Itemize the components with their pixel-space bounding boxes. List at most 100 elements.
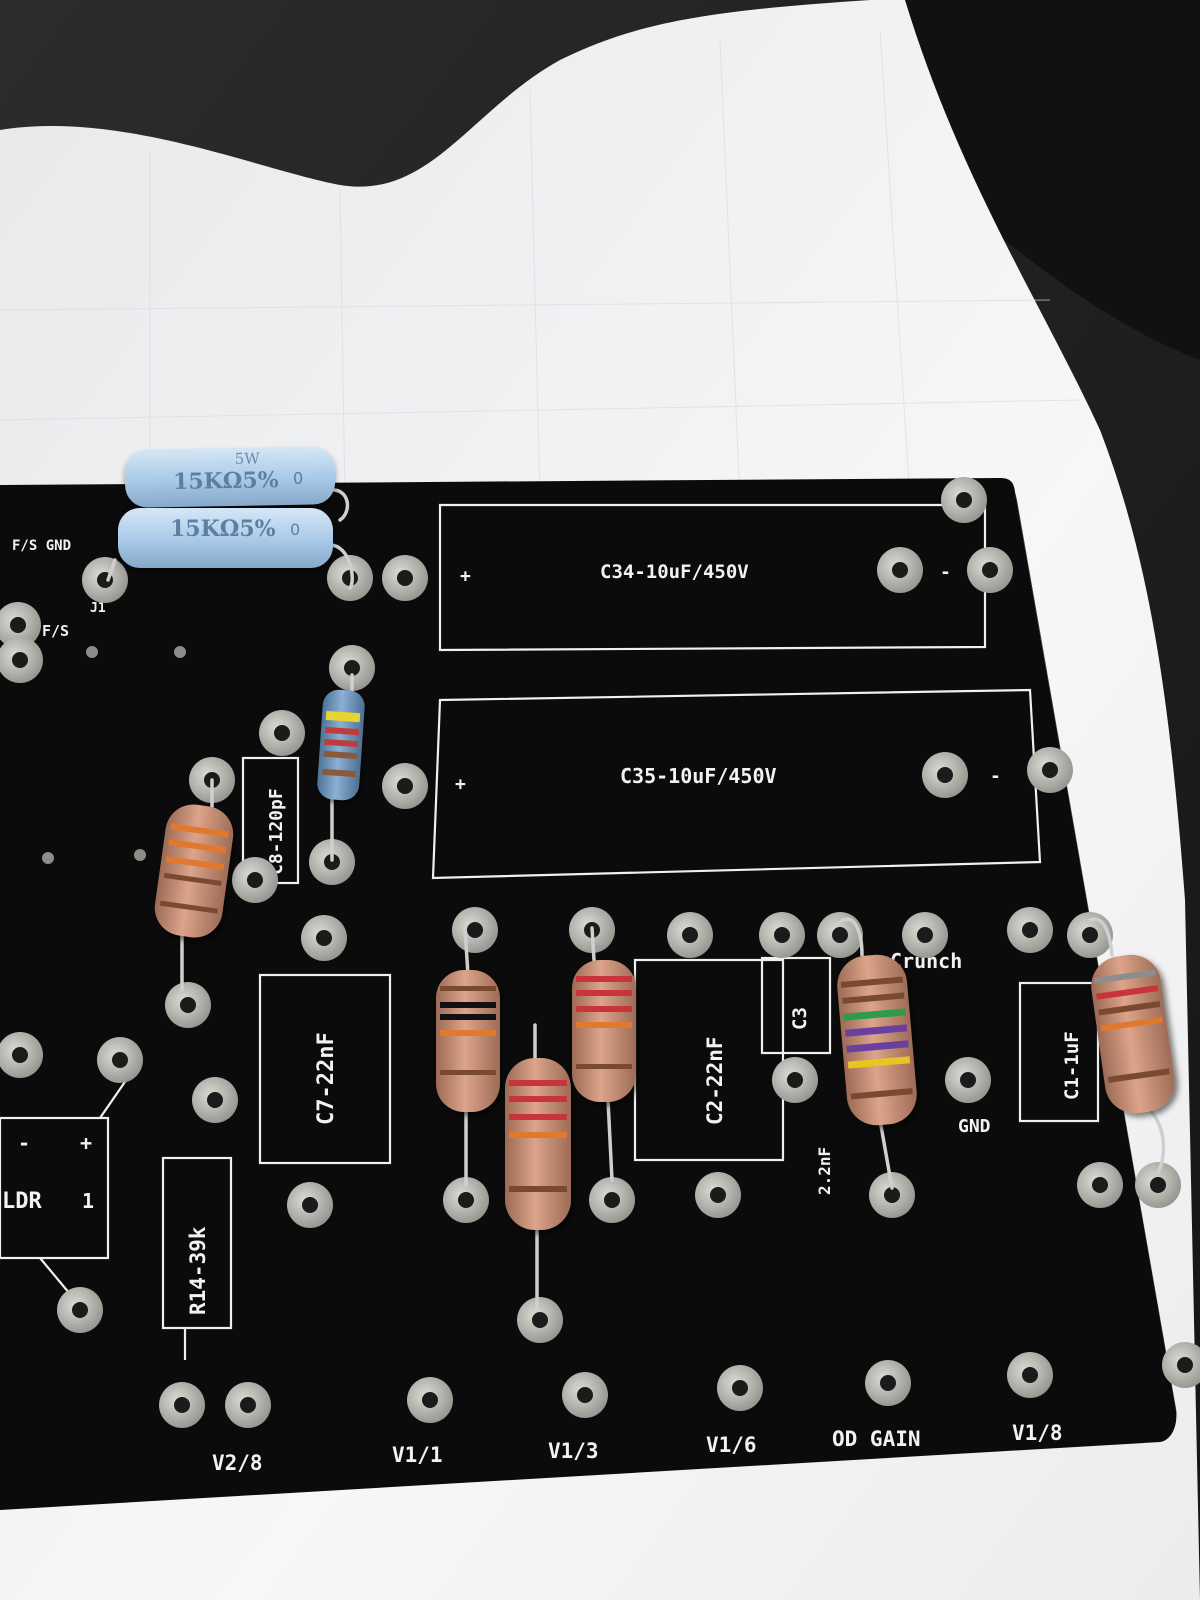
pad-hole: [787, 1072, 803, 1088]
power-resistor-1-rating: 5W: [234, 449, 260, 468]
pad-hole: [397, 778, 413, 794]
pad-hole: [577, 1387, 593, 1403]
c3-value-label: 2.2nF: [815, 1147, 834, 1195]
resistor-left: [151, 800, 237, 942]
pad-hole: [344, 660, 360, 676]
power-resistor-1-suffix: 0: [292, 468, 304, 488]
pad-hole: [324, 854, 340, 870]
small-blue-resistor: [316, 688, 366, 802]
c35-label: C35-10uF/450V: [620, 764, 777, 788]
resistor-center-3: [572, 960, 636, 1102]
c34-label: C34-10uF/450V: [600, 561, 749, 583]
pad-hole: [732, 1380, 748, 1396]
resistor-crunch: [834, 952, 920, 1128]
vias: [42, 646, 186, 864]
c2-label: C2-22nF: [703, 1036, 727, 1125]
c3-outline: [760, 956, 832, 1055]
label-v1-6: V1/6: [706, 1433, 757, 1457]
label-v2-8: V2/8: [212, 1451, 263, 1475]
ldr-pin-label: 1: [82, 1189, 94, 1213]
pad-hole: [302, 1197, 318, 1213]
c3-label: C3: [789, 1007, 811, 1030]
bottom-labels: V2/8 V1/1 V1/3 V1/6 OD GAIN V1/8: [212, 1421, 1063, 1475]
pad-hole: [982, 562, 998, 578]
resistor-center-2: [505, 1058, 571, 1230]
label-v1-8: V1/8: [1012, 1421, 1063, 1445]
pad-hole: [1150, 1177, 1166, 1193]
c35-outline: [431, 688, 1042, 880]
c7-label: C7-22nF: [314, 1032, 339, 1125]
ldr-plus-label: +: [80, 1131, 92, 1155]
pad-hole: [774, 927, 790, 943]
r14-outline: [161, 1156, 233, 1330]
pad-hole: [880, 1375, 896, 1391]
pad-hole: [342, 570, 358, 586]
j1-label: J1: [90, 601, 106, 616]
pad-hole: [1022, 1367, 1038, 1383]
label-v1-3: V1/3: [548, 1439, 599, 1463]
resistor-center-1: [436, 970, 500, 1112]
pad-hole: [960, 1072, 976, 1088]
pad-hole: [274, 725, 290, 741]
fs-gnd-label: F/S GND: [12, 538, 71, 554]
lead-wires: [106, 488, 1166, 1312]
c1-outline: [1018, 981, 1100, 1123]
solder-pads: [0, 477, 1200, 1428]
pad-hole: [207, 1092, 223, 1108]
c8-label: C8-120pF: [266, 788, 287, 875]
pad-hole: [1177, 1357, 1193, 1373]
resistor-right: [1087, 950, 1179, 1118]
c7-outline: [258, 973, 392, 1165]
power-resistor-1-marking: 15KΩ5%: [172, 467, 279, 495]
c35-minus: -: [990, 766, 1001, 787]
pad-hole: [422, 1392, 438, 1408]
c1-label: C1-1uF: [1061, 1031, 1083, 1100]
pad-hole: [240, 1397, 256, 1413]
pad-hole: [10, 617, 26, 633]
foam-pad: [900, 0, 1200, 360]
power-resistor-2-suffix: 0: [290, 520, 301, 539]
pad-hole: [316, 930, 332, 946]
pad-hole: [1022, 922, 1038, 938]
pad-hole: [532, 1312, 548, 1328]
label-od-gain: OD GAIN: [832, 1427, 921, 1451]
c34-plus: +: [460, 566, 471, 587]
pad-hole: [1042, 762, 1058, 778]
paper-grid: [0, 29, 1081, 501]
label-v1-1: V1/1: [392, 1443, 443, 1467]
pad-hole: [180, 997, 196, 1013]
c35-plus: +: [455, 774, 466, 795]
pad-hole: [247, 872, 263, 888]
c34-minus: -: [940, 562, 951, 583]
pad-hole: [467, 922, 483, 938]
power-resistor-1: 15KΩ5% 5W 0: [124, 446, 336, 508]
pad-hole: [12, 1047, 28, 1063]
pad-hole: [956, 492, 972, 508]
c34-outline: [438, 503, 987, 652]
pad-hole: [458, 1192, 474, 1208]
power-resistor-2-marking: 15KΩ5%: [170, 516, 276, 542]
ldr-label: LDR: [2, 1189, 42, 1214]
power-resistor-2: 15KΩ5% 0: [118, 508, 333, 568]
silkscreen-text: C34-10uF/450V + - C35-10uF/450V + - C8-1…: [2, 538, 1083, 1315]
gnd-label: GND: [958, 1116, 991, 1137]
pad-hole: [174, 1397, 190, 1413]
ldr-outline: [0, 1116, 110, 1260]
pad-hole: [112, 1052, 128, 1068]
ldr-minus-label: -: [18, 1131, 30, 1155]
pad-hole: [832, 927, 848, 943]
pad-hole: [710, 1187, 726, 1203]
pad-hole: [1092, 1177, 1108, 1193]
pad-hole: [892, 562, 908, 578]
r14-label: R14-39k: [186, 1226, 210, 1315]
pad-hole: [1082, 927, 1098, 943]
pad-hole: [917, 927, 933, 943]
pad-hole: [884, 1187, 900, 1203]
pad-hole: [12, 652, 28, 668]
pad-hole: [72, 1302, 88, 1318]
fs-label: F/S: [42, 622, 69, 640]
pad-hole: [397, 570, 413, 586]
pad-hole: [682, 927, 698, 943]
